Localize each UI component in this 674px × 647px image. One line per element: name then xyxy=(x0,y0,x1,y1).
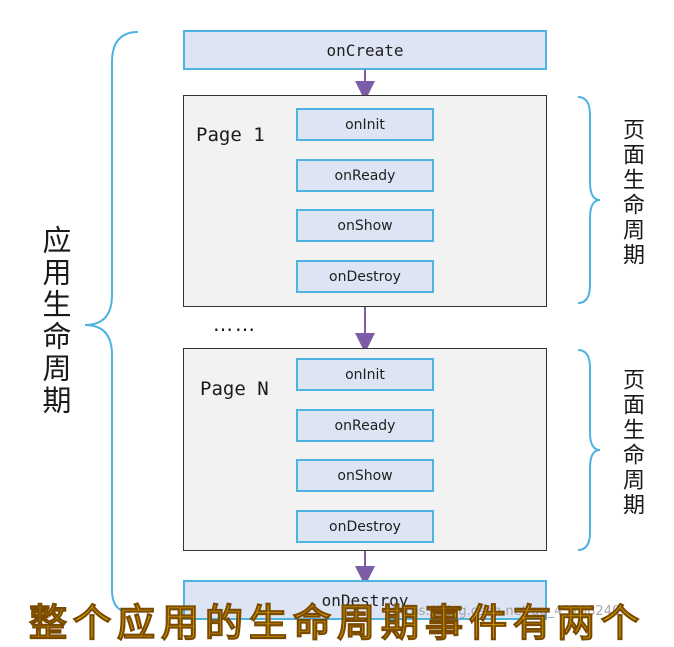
page1-ondestroy-label: onDestroy xyxy=(329,268,401,285)
pagen-lifecycle-label: 页面生命周期 xyxy=(619,368,644,518)
pagen-lifecycle-brace xyxy=(577,349,601,551)
page1-oninit-box: onInit xyxy=(296,108,434,141)
subtitle-caption: 整个应用的生命周期事件有两个 xyxy=(28,600,645,646)
pagen-onready-label: onReady xyxy=(334,417,396,434)
page1-onready-label: onReady xyxy=(334,167,396,184)
oncreate-label: onCreate xyxy=(326,40,404,60)
page1-onready-box: onReady xyxy=(296,159,434,192)
page1-lifecycle-label: 页面生命周期 xyxy=(619,118,644,268)
page1-ondestroy-box: onDestroy xyxy=(296,260,434,293)
oncreate-box: onCreate xyxy=(183,30,547,70)
pagen-oninit-box: onInit xyxy=(296,358,434,391)
pagen-oninit-label: onInit xyxy=(345,366,385,383)
watermark: https://blog.csdn.net/qq_43708240 xyxy=(392,604,621,619)
ondestroy-box: onDestroy xyxy=(183,580,547,620)
ellipsis: …… xyxy=(213,312,257,336)
page1-onshow-box: onShow xyxy=(296,209,434,242)
page1-onshow-label: onShow xyxy=(337,217,393,234)
pagen-onshow-box: onShow xyxy=(296,459,434,492)
page1-title: Page 1 xyxy=(196,124,265,146)
pagen-ondestroy-label: onDestroy xyxy=(329,518,401,535)
ondestroy-label: onDestroy xyxy=(321,590,409,610)
pagen-ondestroy-box: onDestroy xyxy=(296,510,434,543)
pagen-onready-box: onReady xyxy=(296,409,434,442)
pagen-title: Page N xyxy=(200,378,269,400)
app-lifecycle-label: 应用生命周期 xyxy=(38,225,72,417)
app-lifecycle-brace xyxy=(84,31,139,613)
page1-lifecycle-brace xyxy=(577,96,601,304)
pagen-onshow-label: onShow xyxy=(337,467,393,484)
page1-oninit-label: onInit xyxy=(345,116,385,133)
